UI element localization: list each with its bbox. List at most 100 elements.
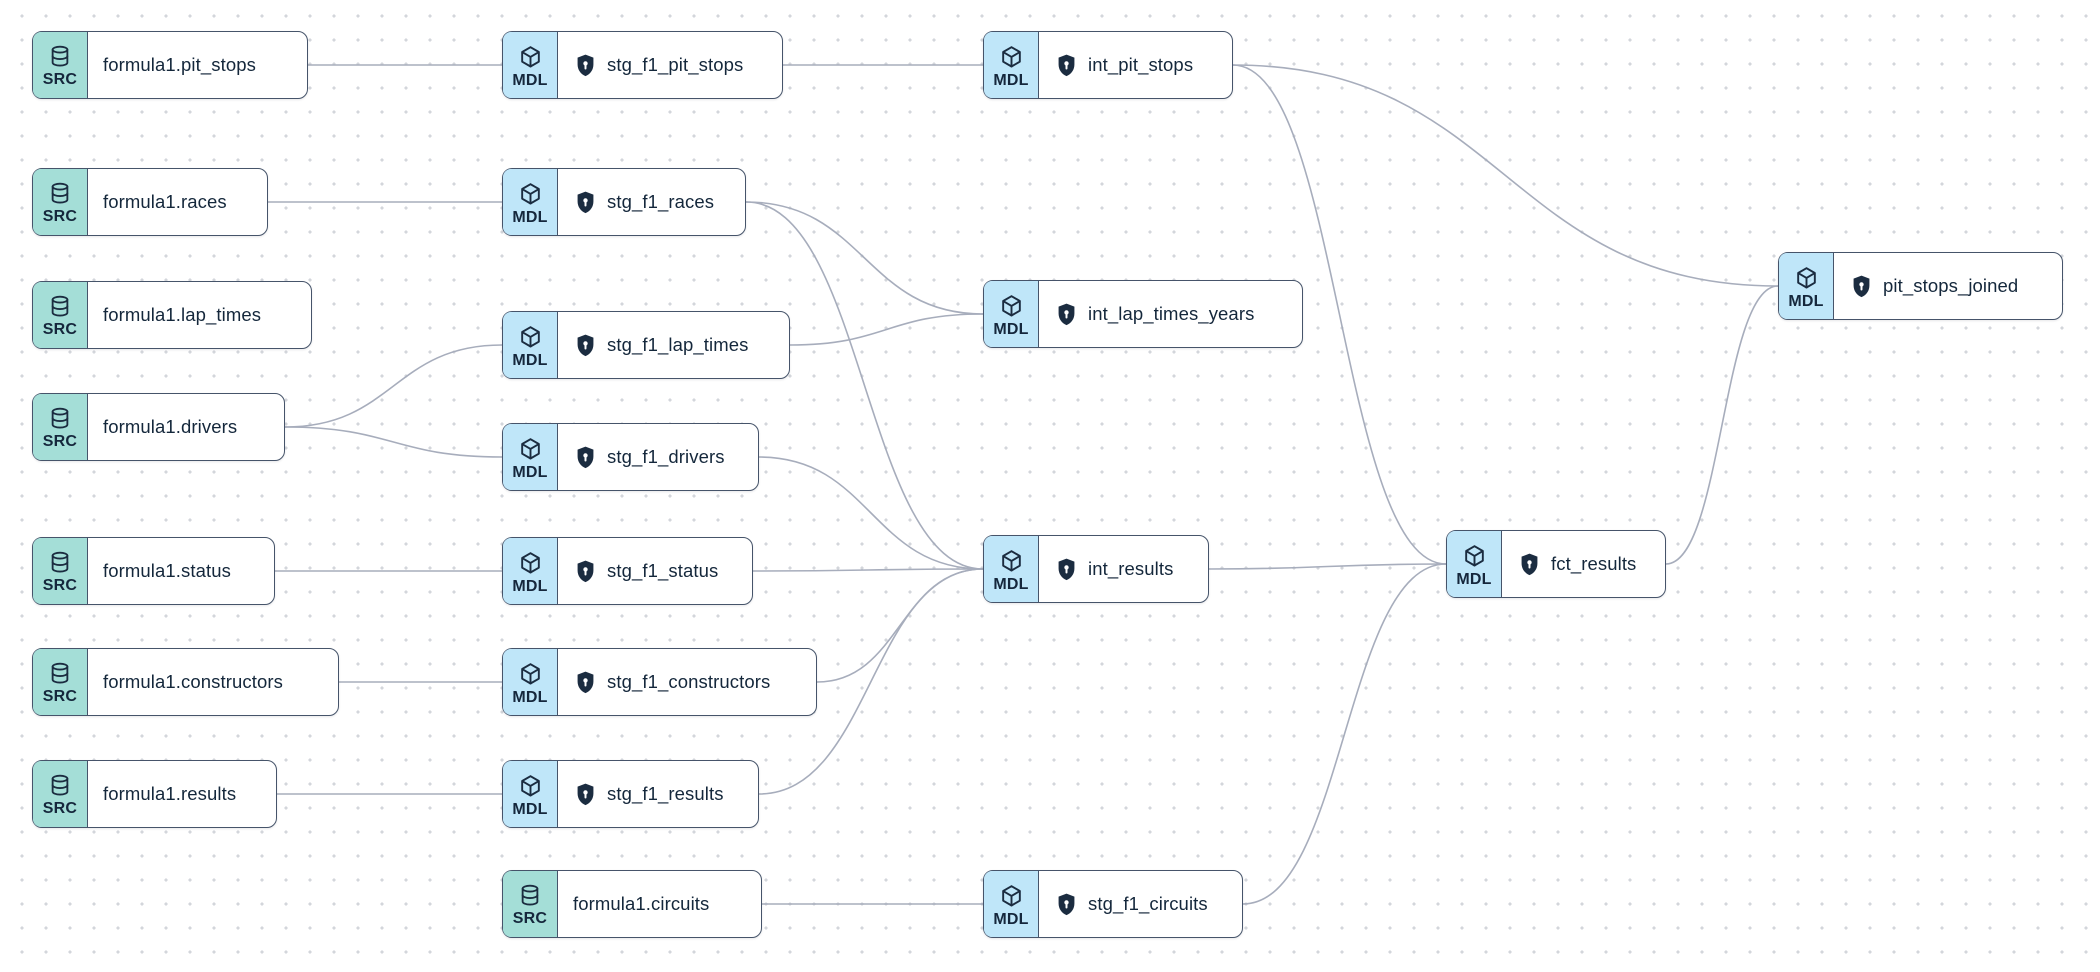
node-int-pit-stops[interactable]: MDL int_pit_stops: [983, 31, 1233, 99]
database-icon: [47, 773, 73, 799]
edge-stg-f1-drivers-to-int-results: [758, 456, 984, 570]
node-stg-f1-circuits[interactable]: MDL stg_f1_circuits: [983, 870, 1243, 938]
shield-lock-icon: [1054, 302, 1079, 327]
shield-lock-icon: [1517, 552, 1542, 577]
shield-lock-icon: [573, 559, 598, 584]
database-icon: [47, 44, 73, 70]
node-kind-badge: SRC: [33, 538, 88, 604]
database-icon: [47, 406, 73, 432]
edge-int-pit-stops-to-pit-stops-joined: [1232, 64, 1779, 287]
node-kind-badge: SRC: [33, 761, 88, 827]
node-stg-f1-lap-times[interactable]: MDL stg_f1_lap_times: [502, 311, 790, 379]
edge-stg-f1-circuits-to-fct-results: [1242, 563, 1447, 905]
shield-lock-icon: [573, 190, 598, 215]
database-icon: [47, 661, 73, 687]
node-label: stg_f1_pit_stops: [607, 53, 744, 75]
node-label: fct_results: [1551, 552, 1637, 574]
node-formula1-circuits[interactable]: SRC formula1.circuits: [502, 870, 762, 938]
edge-stg-f1-constructors-to-int-results: [816, 568, 984, 683]
edge-stg-f1-lap-times-to-int-lap-times-years: [789, 313, 984, 346]
cube-icon: [998, 548, 1025, 575]
shield-lock-icon: [1054, 892, 1079, 917]
node-kind-badge: MDL: [984, 871, 1039, 937]
node-label: pit_stops_joined: [1883, 274, 2019, 296]
node-kind-badge: MDL: [984, 32, 1039, 98]
node-label: int_pit_stops: [1088, 53, 1194, 75]
node-stg-f1-status[interactable]: MDL stg_f1_status: [502, 537, 753, 605]
node-kind-badge: SRC: [33, 32, 88, 98]
node-fct-results[interactable]: MDL fct_results: [1446, 530, 1666, 598]
database-icon: [47, 550, 73, 576]
cube-icon: [1793, 265, 1820, 292]
shield-lock-icon: [1054, 53, 1079, 78]
shield-lock-icon: [573, 782, 598, 807]
node-label: formula1.constructors: [103, 670, 283, 692]
node-kind-badge: MDL: [503, 538, 558, 604]
node-formula1-constructors[interactable]: SRC formula1.constructors: [32, 648, 339, 716]
cube-icon: [517, 661, 544, 688]
node-label: stg_f1_status: [607, 559, 719, 581]
node-stg-f1-races[interactable]: MDL stg_f1_races: [502, 168, 746, 236]
node-label: formula1.lap_times: [103, 303, 262, 325]
node-stg-f1-drivers[interactable]: MDL stg_f1_drivers: [502, 423, 759, 491]
node-kind-badge: MDL: [503, 424, 558, 490]
shield-lock-icon: [1849, 274, 1874, 299]
node-label: int_results: [1088, 557, 1174, 579]
node-kind-badge: SRC: [33, 394, 88, 460]
database-icon: [517, 883, 543, 909]
edge-stg-f1-races-to-int-results: [745, 201, 984, 570]
node-formula1-drivers[interactable]: SRC formula1.drivers: [32, 393, 285, 461]
node-kind-badge: MDL: [984, 281, 1039, 347]
node-kind-badge: SRC: [503, 871, 558, 937]
node-label: stg_f1_circuits: [1088, 892, 1208, 914]
node-label: stg_f1_constructors: [607, 670, 771, 692]
node-kind-badge: MDL: [503, 649, 558, 715]
database-icon: [47, 294, 73, 320]
node-label: formula1.races: [103, 190, 227, 212]
edge-formula1-drivers-to-stg-f1-drivers: [284, 426, 503, 458]
edge-fct-results-to-pit-stops-joined: [1665, 285, 1779, 565]
node-kind-badge: MDL: [503, 32, 558, 98]
edge-stg-f1-results-to-int-results: [758, 568, 984, 795]
cube-icon: [517, 324, 544, 351]
node-kind-badge: MDL: [503, 169, 558, 235]
edge-int-pit-stops-to-fct-results: [1232, 64, 1447, 565]
cube-icon: [998, 293, 1025, 320]
cube-icon: [517, 44, 544, 71]
node-kind-badge: MDL: [1447, 531, 1502, 597]
cube-icon: [517, 550, 544, 577]
node-label: stg_f1_results: [607, 782, 724, 804]
node-formula1-lap-times[interactable]: SRC formula1.lap_times: [32, 281, 312, 349]
shield-lock-icon: [573, 670, 598, 695]
node-kind-badge: SRC: [33, 169, 88, 235]
node-formula1-pit-stops[interactable]: SRC formula1.pit_stops: [32, 31, 308, 99]
node-kind-badge: MDL: [1779, 253, 1834, 319]
cube-icon: [517, 181, 544, 208]
node-label: stg_f1_races: [607, 190, 715, 212]
node-formula1-status[interactable]: SRC formula1.status: [32, 537, 275, 605]
node-int-lap-times-years[interactable]: MDL int_lap_times_years: [983, 280, 1303, 348]
shield-lock-icon: [1054, 557, 1079, 582]
node-formula1-races[interactable]: SRC formula1.races: [32, 168, 268, 236]
node-kind-badge: MDL: [984, 536, 1039, 602]
node-int-results[interactable]: MDL int_results: [983, 535, 1209, 603]
node-label: stg_f1_drivers: [607, 445, 725, 467]
shield-lock-icon: [573, 53, 598, 78]
node-formula1-results[interactable]: SRC formula1.results: [32, 760, 277, 828]
cube-icon: [517, 436, 544, 463]
edge-int-results-to-fct-results: [1208, 563, 1447, 570]
node-kind-badge: MDL: [503, 312, 558, 378]
node-stg-f1-constructors[interactable]: MDL stg_f1_constructors: [502, 648, 817, 716]
node-pit-stops-joined[interactable]: MDL pit_stops_joined: [1778, 252, 2063, 320]
node-kind-badge: SRC: [33, 282, 88, 348]
node-label: formula1.status: [103, 559, 231, 581]
cube-icon: [1461, 543, 1488, 570]
cube-icon: [998, 44, 1025, 71]
node-kind-badge: MDL: [503, 761, 558, 827]
node-label: formula1.drivers: [103, 415, 238, 437]
node-stg-f1-pit-stops[interactable]: MDL stg_f1_pit_stops: [502, 31, 783, 99]
edge-stg-f1-status-to-int-results: [752, 568, 984, 572]
node-stg-f1-results[interactable]: MDL stg_f1_results: [502, 760, 759, 828]
